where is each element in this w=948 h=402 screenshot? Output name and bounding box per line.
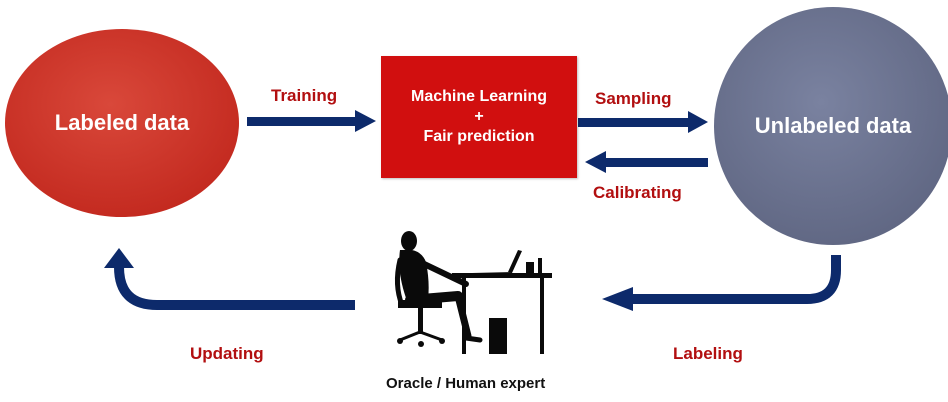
unlabeled-data-label: Unlabeled data — [754, 113, 912, 138]
ml-fair-prediction-box: Machine Learning + Fair prediction — [381, 56, 577, 178]
updating-label: Updating — [190, 344, 264, 363]
ml-box-line3: Fair prediction — [423, 128, 535, 145]
labeled-data-label: Labeled data — [54, 110, 190, 135]
sampling-label: Sampling — [595, 89, 672, 108]
ml-box-line2: + — [474, 108, 484, 125]
human-expert-icon — [394, 231, 552, 354]
oracle-caption: Oracle / Human expert — [386, 375, 546, 392]
ml-box-line1: Machine Learning — [410, 88, 548, 105]
labeling-arrow — [602, 255, 841, 311]
updating-arrow — [104, 248, 355, 310]
unlabeled-data-node — [714, 7, 948, 245]
calibrating-arrow — [585, 151, 708, 173]
labeled-data-node — [5, 29, 239, 217]
labeling-label: Labeling — [673, 344, 743, 363]
calibrating-label: Calibrating — [593, 183, 682, 202]
sampling-arrow — [578, 111, 708, 133]
training-arrow — [247, 110, 376, 132]
training-label: Training — [271, 86, 338, 105]
